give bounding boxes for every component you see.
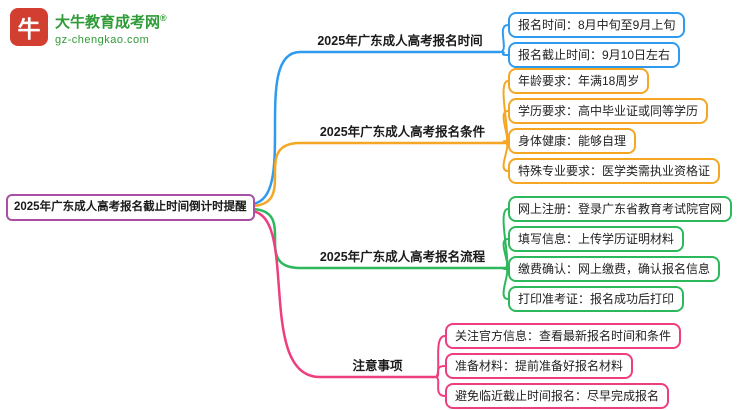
branch-time-connectors (249, 24, 509, 206)
leaf-node: 身体健康：能够自理 (508, 128, 637, 154)
leaf-node: 报名截止时间：9月10日左右 (508, 42, 681, 68)
leaf-node: 学历要求：高中毕业证或同等学历 (508, 98, 709, 124)
leaf-node: 缴费确认：网上缴费，确认报名信息 (508, 256, 721, 282)
logo-title-text: 大牛教育成考网 (55, 14, 161, 31)
branch-notes-label: 注意事项 (352, 359, 403, 373)
registered-mark: ® (160, 13, 167, 23)
root-node: 2025年广东成人高考报名截止时间倒计时提醒 (6, 194, 255, 221)
branch-conditions-label: 2025年广东成人高考报名条件 (319, 125, 486, 139)
leaf-node: 避免临近截止时间报名：尽早完成报名 (445, 383, 670, 409)
leaf-node: 准备材料：提前准备好报名材料 (445, 353, 634, 379)
logo-title: 大牛教育成考网® (55, 8, 167, 33)
branch-process-label: 2025年广东成人高考报名流程 (319, 250, 486, 264)
leaf-node: 网上注册：登录广东省教育考试院官网 (508, 196, 733, 222)
leaf-node: 特殊专业要求：医学类需执业资格证 (508, 158, 721, 184)
leaf-node: 填写信息：上传学历证明材料 (508, 226, 685, 252)
leaf-node: 报名时间：8月中旬至9月上旬 (508, 12, 686, 38)
leaf-node: 年龄要求：年满18周岁 (508, 68, 650, 94)
logo-text-block: 大牛教育成考网® gz-chengkao.com (55, 8, 167, 48)
logo-domain: gz-chengkao.com (55, 34, 150, 46)
branch-time-label: 2025年广东成人高考报名时间 (317, 34, 483, 48)
leaf-node: 关注官方信息：查看最新报名时间和条件 (445, 323, 682, 349)
leaf-node: 打印准考证：报名成功后打印 (508, 286, 685, 312)
site-logo: 牛 大牛教育成考网® gz-chengkao.com (10, 8, 167, 48)
branch-conditions-connectors (249, 80, 509, 208)
branch-notes-connectors (249, 209, 446, 397)
bull-logo-icon: 牛 (10, 8, 48, 46)
